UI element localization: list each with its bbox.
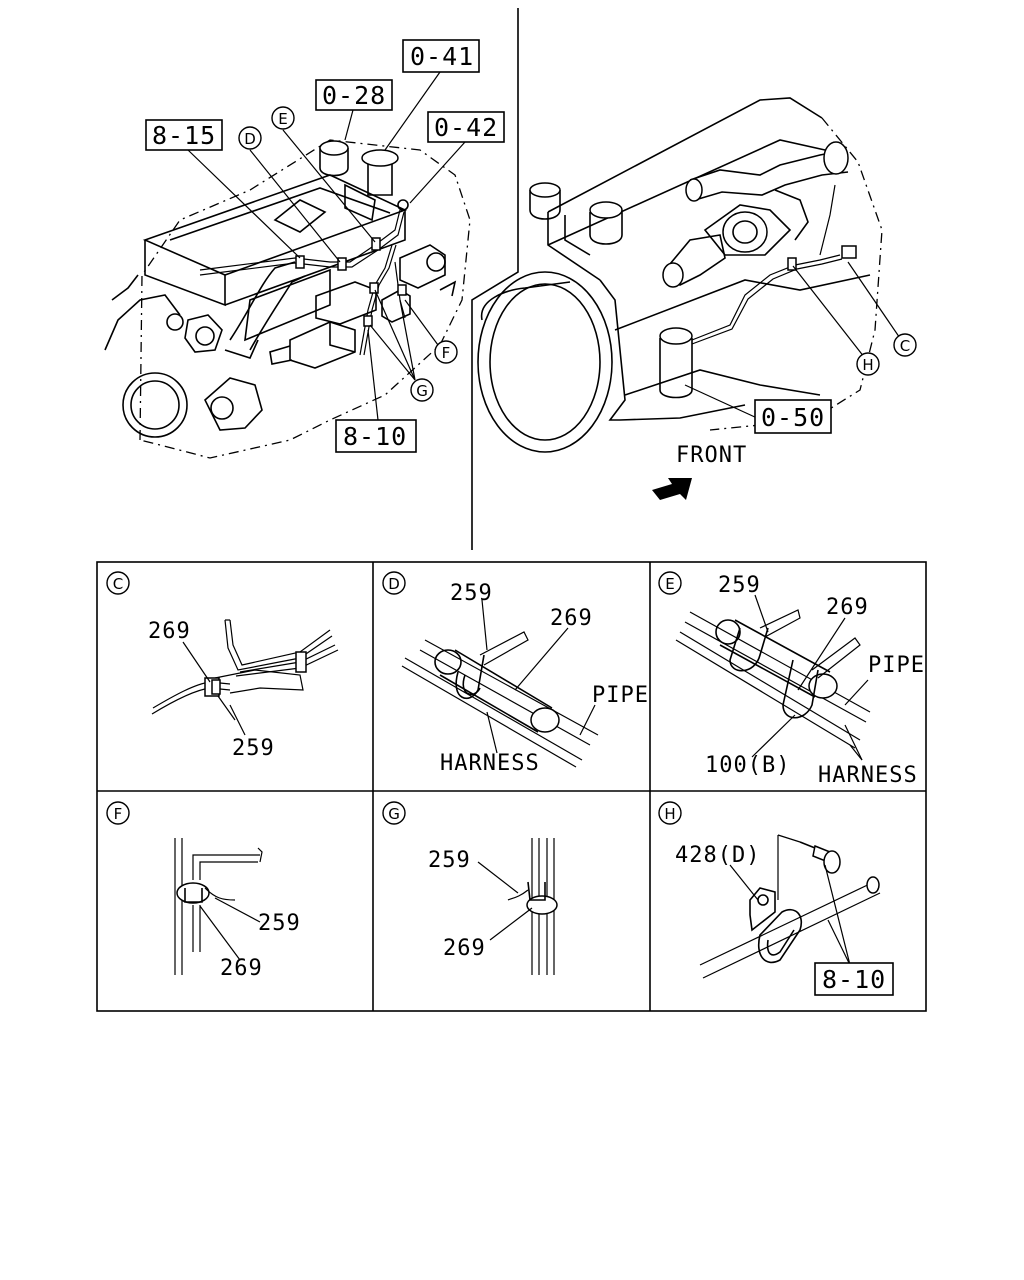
detail-d-pipe: PIPE <box>592 683 649 708</box>
detail-g-letter: G <box>388 805 400 823</box>
detail-h-428d: 428(D) <box>675 843 760 868</box>
callout-c-label: C <box>900 337 910 355</box>
ref-box-0-28[interactable] <box>315 79 393 111</box>
detail-e-letter: E <box>665 575 674 593</box>
detail-c-letter: C <box>113 575 123 593</box>
callout-h-label: H <box>862 356 873 374</box>
callout-e-circle[interactable] <box>271 106 295 130</box>
callout-g-circle[interactable] <box>410 378 434 402</box>
ref-box-8-15[interactable] <box>145 119 223 151</box>
front-label: FRONT <box>676 443 747 468</box>
detail-d-harness: HARNESS <box>440 751 540 776</box>
detail-d: D 259 269 PIPE HARNESS <box>382 571 649 776</box>
callout-e-label: E <box>278 110 287 128</box>
detail-h-letter: H <box>664 805 675 823</box>
detail-g: G 259 269 <box>382 801 558 975</box>
ref-box-8-10-left[interactable] <box>335 419 417 453</box>
left-engine-illustration <box>104 71 471 459</box>
view-divider <box>471 8 519 550</box>
detail-d-259: 259 <box>450 581 493 606</box>
detail-f-259: 259 <box>258 911 301 936</box>
callout-f-circle[interactable] <box>434 340 458 364</box>
detail-e-harness: HARNESS <box>818 763 918 788</box>
ref-label-0-50: 0-50 <box>761 403 825 432</box>
ref-label-0-28: 0-28 <box>322 81 386 110</box>
detail-e-marker <box>658 571 682 595</box>
ref-box-8-10-detail[interactable] <box>814 962 894 996</box>
detail-f-269: 269 <box>220 956 263 981</box>
callout-d-label: D <box>244 130 256 148</box>
callout-f-label: F <box>442 344 451 362</box>
detail-e: E 259 269 PIPE 100(B) HARNESS <box>658 571 925 788</box>
ref-label-0-42: 0-42 <box>434 113 498 142</box>
detail-c-259: 259 <box>232 736 275 761</box>
detail-h-marker <box>658 801 682 825</box>
callout-d-circle[interactable] <box>238 126 262 150</box>
detail-g-269: 269 <box>443 936 486 961</box>
callout-g-label: G <box>416 382 428 400</box>
detail-grid <box>96 561 927 1012</box>
detail-g-marker <box>382 801 406 825</box>
ref-label-8-10-left: 8-10 <box>343 422 407 451</box>
detail-c-269: 269 <box>148 619 191 644</box>
right-engine-illustration <box>477 97 905 453</box>
detail-f-letter: F <box>114 805 123 823</box>
ref-box-0-42[interactable] <box>427 111 505 143</box>
detail-d-letter: D <box>388 575 400 593</box>
detail-f-marker <box>106 801 130 825</box>
detail-g-259: 259 <box>428 848 471 873</box>
detail-h-8-10: 8-10 <box>822 965 886 994</box>
detail-c-marker <box>106 571 130 595</box>
detail-c: C 269 259 <box>106 571 339 761</box>
detail-f: F 259 269 <box>106 801 301 981</box>
ref-box-0-41[interactable] <box>402 39 480 73</box>
detail-e-100b: 100(B) <box>705 753 790 778</box>
front-arrow-icon <box>652 478 692 500</box>
detail-d-marker <box>382 571 406 595</box>
ref-box-0-50[interactable] <box>754 399 832 434</box>
callout-h-circle[interactable] <box>856 352 880 376</box>
detail-e-259: 259 <box>718 573 761 598</box>
ref-label-8-15: 8-15 <box>152 121 216 150</box>
ref-label-0-41: 0-41 <box>410 42 474 71</box>
detail-d-269: 269 <box>550 606 593 631</box>
detail-e-pipe: PIPE <box>868 653 925 678</box>
detail-e-269: 269 <box>826 595 869 620</box>
callout-c-circle[interactable] <box>893 333 917 357</box>
detail-h: H 428(D) 8-10 <box>658 801 894 996</box>
